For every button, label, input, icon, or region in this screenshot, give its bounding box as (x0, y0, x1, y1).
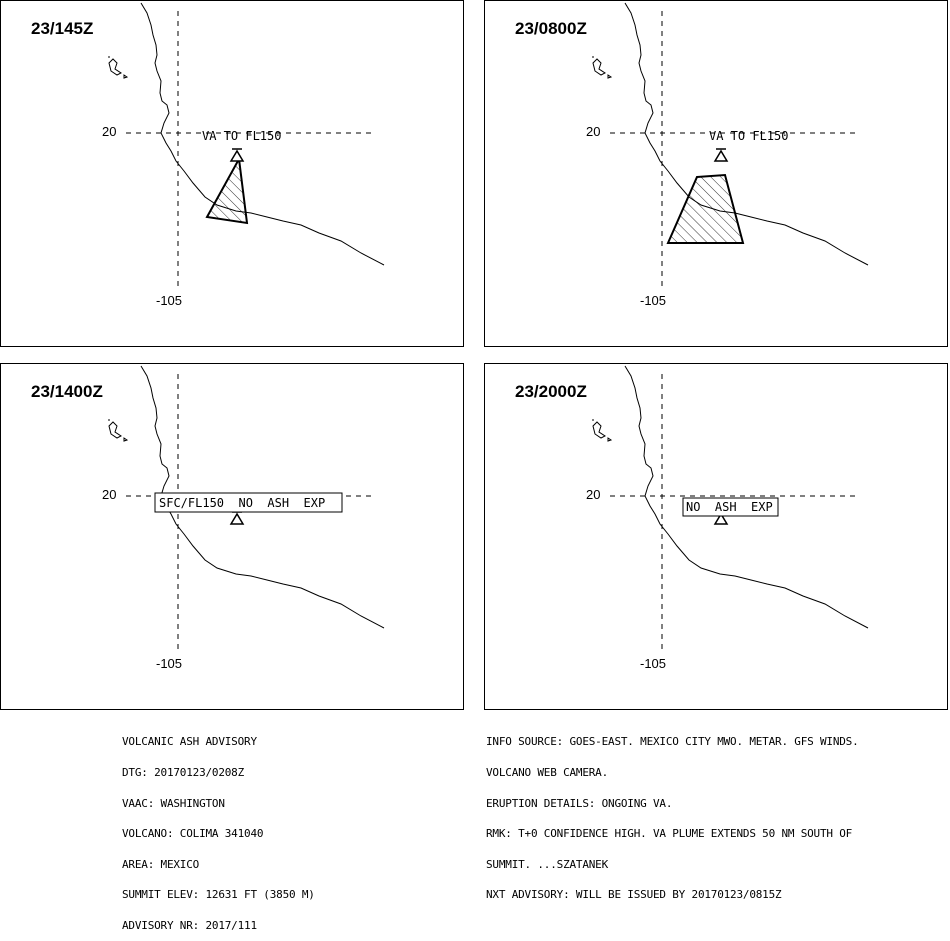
volcano-icon (229, 148, 245, 162)
advisory-line: VOLCANO WEB CAMERA. (486, 766, 609, 779)
ash-area (666, 173, 745, 244)
va-annotation: VA TO FL150 (202, 129, 281, 143)
advisory-info-left: VOLCANIC ASH ADVISORY DTG: 20170123/0208… (122, 717, 315, 941)
lon-label: -105 (156, 293, 183, 308)
map-canvas: SFC/FL150 NO ASH EXP (108, 365, 385, 654)
forecast-panel-t12: SFC/FL150 NO ASH EXP 23/1400Z 20 -105 (0, 363, 464, 710)
advisory-line: VOLCANO: COLIMA 341040 (122, 827, 264, 841)
lon-label: -105 (640, 656, 667, 671)
advisory-line: VOLCANIC ASH ADVISORY (122, 735, 257, 749)
advisory-line: DTG: 20170123/0208Z (122, 766, 245, 779)
panel-time: 23/2000Z (515, 382, 587, 401)
advisory-line: SUMMIT. ...SZATANEK (486, 857, 609, 871)
forecast-panel-t18: NO ASH EXP 23/2000Z 20 -105 (484, 363, 948, 710)
lat-label: 20 (102, 124, 117, 139)
panel-time: 23/0800Z (515, 19, 587, 38)
advisory-line: ERUPTION DETAILS: ONGOING VA. (486, 796, 673, 810)
map-canvas: VA TO FL150 (592, 2, 869, 291)
island (108, 419, 129, 442)
advisory-line: INFO SOURCE: GOES-EAST. MEXICO CITY MWO.… (486, 735, 859, 749)
coastline (624, 2, 869, 266)
lat-label: 20 (102, 487, 117, 502)
lon-label: -105 (156, 656, 183, 671)
lat-label: 20 (586, 487, 601, 502)
coastline (140, 2, 385, 266)
va-annotation: VA TO FL150 (709, 129, 788, 143)
advisory-line: NXT ADVISORY: WILL BE ISSUED BY 20170123… (486, 888, 782, 902)
annotation-box (154, 492, 343, 513)
lat-label: 20 (586, 124, 601, 139)
island (108, 56, 129, 79)
panel-time: 23/145Z (31, 19, 94, 38)
advisory-line: VAAC: WASHINGTON (122, 796, 225, 810)
advisory-line: ADVISORY NR: 2017/111 (122, 918, 257, 932)
island (592, 419, 613, 442)
map-canvas: VA TO FL150 (108, 2, 385, 291)
volcano-icon (229, 511, 245, 525)
volcano-icon (713, 148, 729, 162)
map-canvas: NO ASH EXP (592, 365, 869, 654)
lon-label: -105 (640, 293, 667, 308)
ash-area (205, 155, 249, 225)
advisory-info-right: INFO SOURCE: GOES-EAST. MEXICO CITY MWO.… (486, 717, 859, 911)
no-ash-annotation: NO ASH EXP (686, 500, 773, 514)
no-ash-annotation: SFC/FL150 NO ASH EXP (159, 496, 325, 510)
forecast-panel-t6: VA TO FL150 23/0800Z 20 -105 (484, 0, 948, 347)
island (592, 56, 613, 79)
coastline (624, 365, 869, 629)
advisory-line: RMK: T+0 CONFIDENCE HIGH. VA PLUME EXTEN… (486, 827, 853, 841)
annotation-box (682, 497, 779, 517)
advisory-line: SUMMIT ELEV: 12631 FT (3850 M) (122, 888, 315, 902)
advisory-line: AREA: MEXICO (122, 857, 200, 871)
panel-time: 23/1400Z (31, 382, 103, 401)
forecast-panel-t0: VA TO FL150 23/145Z 20 -105 (0, 0, 464, 347)
